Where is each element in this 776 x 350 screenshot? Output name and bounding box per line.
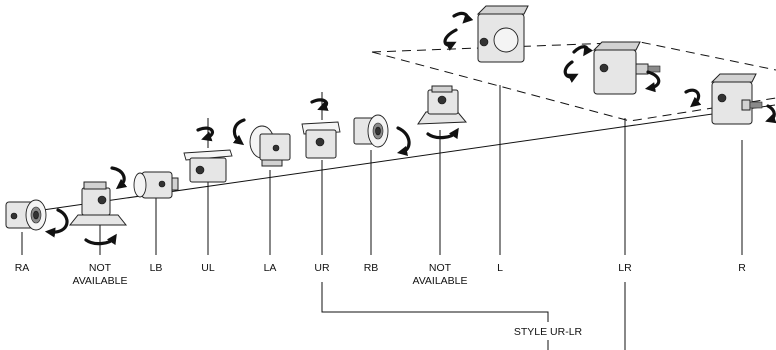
label-not-available-1-line1: NOT xyxy=(89,262,112,274)
label-r: R xyxy=(738,262,746,274)
label-la: LA xyxy=(264,262,277,274)
label-ra: RA xyxy=(15,262,30,274)
label-not-available-2-line1: NOT xyxy=(429,262,452,274)
gearbox-not-available-1 xyxy=(68,166,128,248)
label-lr: LR xyxy=(618,262,632,274)
label-rb: RB xyxy=(364,262,379,274)
leader-lines xyxy=(21,85,743,255)
style-bracket xyxy=(321,282,626,350)
label-ul: UL xyxy=(201,262,215,274)
gearbox-rb xyxy=(353,114,411,157)
gearbox-lb xyxy=(133,171,179,199)
gearbox-la xyxy=(249,125,291,167)
label-not-available-2-line2: AVAILABLE xyxy=(412,275,467,287)
label-l: L xyxy=(497,262,503,274)
gearbox-lr xyxy=(563,41,661,95)
label-style-ur-lr: STYLE UR-LR xyxy=(514,326,583,338)
gearbox-ra xyxy=(5,199,69,238)
label-not-available-1-line2: AVAILABLE xyxy=(72,275,127,287)
main-axis-line xyxy=(7,104,776,216)
gearbox-ul xyxy=(183,118,246,183)
gearbox-ur xyxy=(301,92,341,159)
gearbox-r xyxy=(684,73,776,125)
label-ur: UR xyxy=(314,262,330,274)
gearbox-not-available-2 xyxy=(417,85,468,140)
gearbox-l xyxy=(443,5,529,63)
label-lb: LB xyxy=(150,262,163,274)
